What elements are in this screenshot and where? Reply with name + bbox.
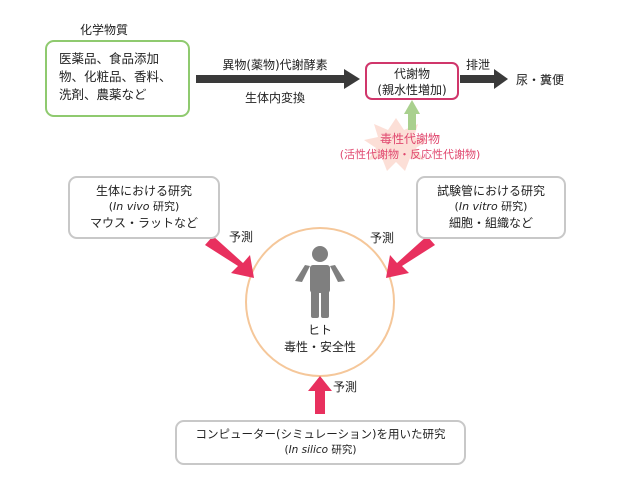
- toxicity-safety-label: 毒性・安全性: [283, 340, 356, 354]
- predict-arrow-left: [205, 236, 254, 278]
- in-vivo-line-1: 生体における研究: [95, 184, 192, 198]
- in-silico-rest: 研究): [328, 444, 357, 456]
- in-vivo-line-2: (In vivo 研究): [70, 199, 218, 215]
- in-vivo-italic: In vivo: [112, 200, 150, 213]
- excretion-label: 排泄: [466, 58, 491, 72]
- in-silico-line-1: コンピューター(シミュレーション)を用いた研究: [195, 427, 446, 441]
- in-vivo-line-3: マウス・ラットなど: [89, 216, 198, 230]
- chemicals-line-3: 洗剤、農薬など: [59, 87, 147, 102]
- biotransformation-label: 生体内変換: [244, 91, 305, 105]
- in-vivo-box: 生体における研究 (In vivo 研究) マウス・ラットなど: [68, 176, 220, 239]
- metabolite-line-1: 代謝物: [393, 67, 430, 81]
- in-vitro-box: 試験管における研究 (In vitro 研究) 細胞・組織など: [416, 176, 566, 239]
- in-silico-box: コンピューター(シミュレーション)を用いた研究 (In silico 研究): [175, 420, 466, 465]
- chemicals-box: 医薬品、食品添加 物、化粧品、香料、 洗剤、農薬など: [45, 40, 190, 117]
- in-silico-italic: In silico: [288, 444, 329, 456]
- in-vitro-italic: In vitro: [458, 200, 498, 213]
- chemicals-line-2: 物、化粧品、香料、: [59, 69, 172, 84]
- metabolism-enzyme-label: 異物(薬物)代謝酵素: [222, 58, 328, 72]
- in-vitro-rest: 研究): [497, 200, 528, 213]
- in-vitro-line-1: 試験管における研究: [436, 184, 545, 198]
- in-vivo-rest: 研究): [149, 200, 180, 213]
- toxic-up-arrow: [404, 100, 420, 130]
- predict-arrow-bottom: [308, 376, 332, 414]
- in-vitro-paren: (: [454, 200, 459, 213]
- chemicals-title: 化学物質: [80, 23, 129, 37]
- in-silico-line-2: (In silico 研究): [177, 442, 464, 458]
- in-vitro-line-2: (In vitro 研究): [418, 199, 564, 215]
- in-silico-paren: (: [284, 444, 289, 456]
- excretion-target: 尿・糞便: [516, 73, 565, 87]
- metabolism-arrow: [196, 69, 360, 89]
- predict-label-left: 予測: [229, 230, 254, 244]
- metabolite-line-2: (親水性増加): [377, 83, 447, 97]
- toxic-metabolite-detail: (活性代謝物・反応性代謝物): [339, 148, 481, 161]
- toxic-burst-shape: [364, 118, 428, 171]
- predict-label-right: 予測: [370, 231, 395, 245]
- predict-arrow-right: [386, 236, 435, 278]
- toxic-metabolite-title: 毒性代謝物: [379, 132, 440, 146]
- person-icon: [295, 246, 345, 318]
- chemicals-line-1: 医薬品、食品添加: [59, 51, 160, 66]
- excretion-arrow: [460, 69, 508, 89]
- in-vitro-line-3: 細胞・組織など: [448, 216, 533, 230]
- in-vivo-paren: (: [108, 200, 113, 213]
- human-label: ヒト: [307, 323, 332, 337]
- metabolite-box: 代謝物 (親水性増加): [365, 62, 459, 100]
- predict-label-bottom: 予測: [333, 380, 358, 394]
